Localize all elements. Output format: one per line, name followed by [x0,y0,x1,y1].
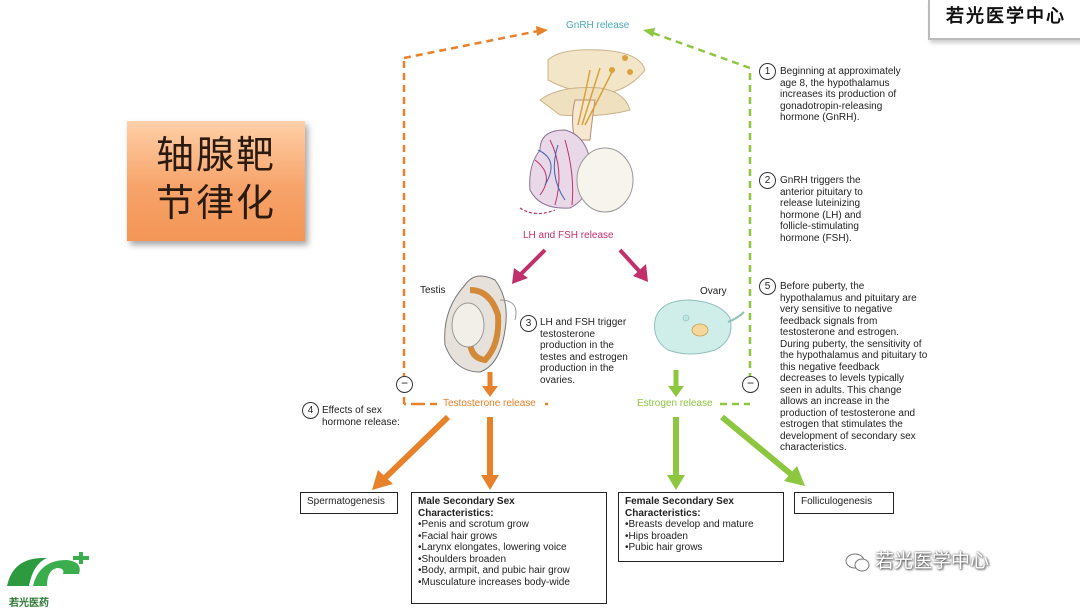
list-item: Body, armpit, and pubic hair grow [418,565,600,577]
female-list: Breasts develop and mature Hips broaden … [625,519,777,554]
female-box-title: Female Secondary Sex Characteristics: [625,496,734,519]
step-1-number: 1 [759,63,776,80]
left-loop-arrowhead [536,26,548,36]
list-item: Breasts develop and mature [625,519,777,531]
step-2-number: 2 [759,172,776,189]
list-item: Penis and scrotum grow [418,519,600,531]
testosterone-release-label: Testosterone release [441,398,538,409]
male-box-title: Male Secondary Sex Characteristics: [418,496,515,519]
female-characteristics-box: Female Secondary Sex Characteristics: Br… [618,492,784,562]
ovary-illustration [654,299,745,355]
step-4-text: Effects of sex hormone release: [322,405,400,428]
step-2-text: GnRH triggers the anterior pituitary to … [780,175,863,244]
lh-fsh-release-label: LH and FSH release [523,230,614,241]
title-block: 轴腺靶 节律化 [127,121,305,241]
list-item: Facial hair grows [418,531,600,543]
watermark-text: 若光医学中心 [875,550,990,572]
list-item: Musculature increases body-wide [418,577,600,589]
list-item: Hips broaden [625,531,777,543]
step-3-text: LH and FSH trigger testosterone producti… [540,317,628,386]
wechat-watermark: 若光医学中心 [845,546,989,576]
logo-text: 若光医药 [9,598,49,609]
pituitary-illustration [519,49,646,215]
logo-icon [7,552,89,586]
list-item: Larynx elongates, lowering voice [418,542,600,554]
step-1-text: Beginning at approximately age 8, the hy… [780,66,901,123]
spermatogenesis-box: Spermatogenesis [300,492,398,514]
title-line-1: 轴腺靶 [155,133,276,177]
right-feedback-loop [649,30,752,406]
testis-label: Testis [420,285,446,296]
left-feedback-loop [402,28,548,406]
step-4-number: 4 [302,402,319,419]
ovary-label: Ovary [700,286,727,297]
right-loop-arrowhead [643,28,655,37]
folliculogenesis-box: Folliculogenesis [794,492,894,514]
wechat-icon [845,552,871,572]
lh-fsh-arrows [518,248,642,277]
male-list: Penis and scrotum grow Facial hair grows… [418,519,600,588]
title-line-2: 节律化 [155,181,276,225]
right-negative-feedback-icon: − [742,376,759,393]
step-5-number: 5 [759,278,776,295]
left-negative-feedback-icon: − [396,376,413,393]
brand-badge: 若光医学中心 [928,0,1080,40]
step-3-number: 3 [520,315,537,332]
estrogen-release-label: Estrogen release [635,398,715,409]
testis-illustration [444,275,517,373]
brand-logo: 若光医药 [3,550,93,609]
gnrh-release-label: GnRH release [566,20,630,31]
list-item: Shoulders broaden [418,554,600,566]
male-characteristics-box: Male Secondary Sex Characteristics: Peni… [411,492,607,604]
step-5-text: Before puberty, the hypothalamus and pit… [780,281,928,453]
list-item: Pubic hair grows [625,542,777,554]
